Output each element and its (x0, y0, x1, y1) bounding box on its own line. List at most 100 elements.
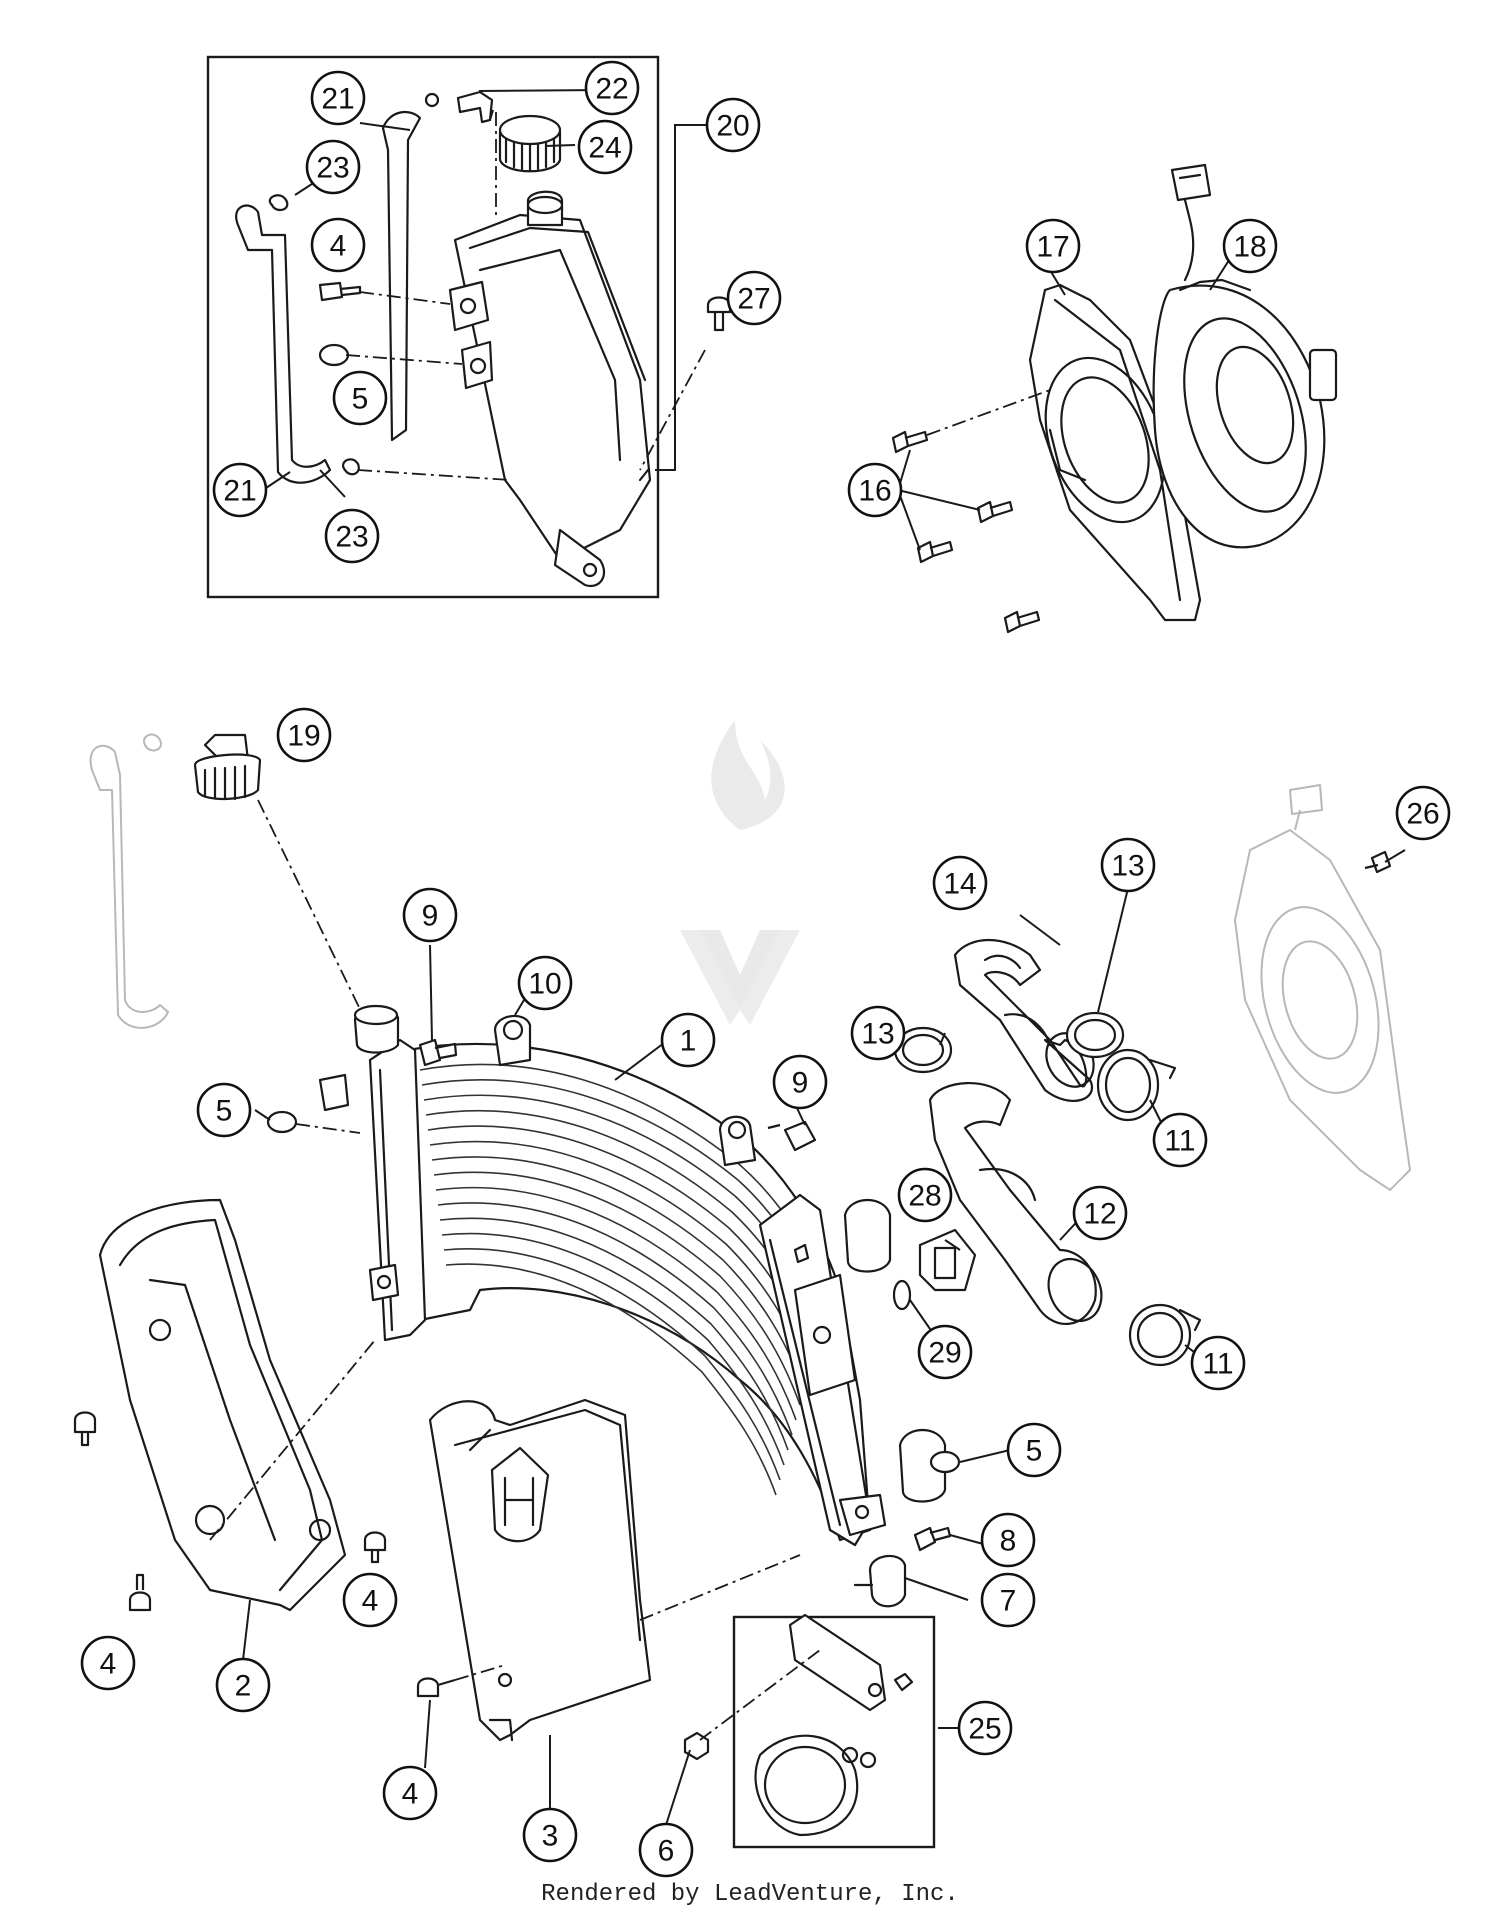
callout-circle (660, 1012, 716, 1068)
callout-28: 28 (897, 1167, 953, 1223)
callout-number: 18 (1233, 231, 1266, 264)
callout-14: 14 (932, 855, 988, 911)
horn (754, 1734, 859, 1837)
callout-number: 5 (1026, 1435, 1043, 1468)
callout-number: 28 (908, 1180, 941, 1213)
callout-number: 24 (588, 132, 621, 165)
callout-circle (332, 370, 388, 426)
callout-4b: 4 (342, 1572, 398, 1628)
callout-10: 10 (517, 955, 573, 1011)
callout-number: 26 (1406, 798, 1439, 831)
callout-21a: 21 (310, 70, 366, 126)
small-hardware (73, 850, 1392, 1761)
callout-circle (772, 1054, 828, 1110)
filler-neck (193, 733, 376, 1041)
callout-circle (402, 887, 458, 943)
callout-2: 2 (215, 1657, 271, 1713)
radiator-cover (428, 1398, 801, 1742)
callout-29: 29 (917, 1324, 973, 1380)
radiator (318, 1004, 947, 1547)
callout-25: 25 (957, 1700, 1013, 1756)
callout-circle (1222, 218, 1278, 274)
expansion-tank-assembly-group (206, 55, 706, 599)
screws-16 (891, 389, 1051, 634)
callout-13a: 13 (1100, 837, 1156, 893)
callout-number: 2 (235, 1670, 252, 1703)
radiator-hose-upper (953, 938, 1095, 1102)
callout-6: 6 (638, 1822, 694, 1878)
callout-number: 17 (1036, 231, 1069, 264)
rivet-27 (706, 296, 732, 332)
callout-circle (577, 119, 633, 175)
callout-26: 26 (1395, 785, 1451, 841)
callout-9a: 9 (402, 887, 458, 943)
ghost-hose (89, 733, 169, 1029)
callout-number: 29 (928, 1337, 961, 1370)
callout-5b: 5 (196, 1082, 252, 1138)
callout-circle (310, 70, 366, 126)
callout-11a: 11 (1152, 1112, 1208, 1168)
callout-circle (1025, 218, 1081, 274)
radiator-left-tank (368, 1038, 427, 1342)
callout-11b: 11 (1190, 1335, 1246, 1391)
callout-number: 12 (1083, 1198, 1116, 1231)
callout-5a: 5 (332, 370, 388, 426)
callout-5c: 5 (1006, 1422, 1062, 1478)
callout-number: 11 (1202, 1348, 1233, 1381)
callout-circle (342, 1572, 398, 1628)
callout-circle (522, 1807, 578, 1863)
temperature-sensor (892, 1228, 977, 1311)
callout-4a: 4 (310, 217, 366, 273)
callout-circle (517, 955, 573, 1011)
callout-number: 27 (737, 283, 770, 316)
callout-circle (196, 1082, 252, 1138)
callout-circle (382, 1765, 438, 1821)
callout-number: 1 (680, 1025, 697, 1058)
callout-number: 10 (528, 968, 561, 1001)
callout-circle (276, 707, 332, 763)
hose-21-lower (235, 204, 332, 484)
callout-circle (215, 1657, 271, 1713)
grommet-5-top (318, 343, 350, 367)
callout-circle (847, 462, 903, 518)
callout-1: 1 (660, 1012, 716, 1068)
callout-circle (850, 1005, 906, 1061)
callout-27: 27 (726, 270, 782, 326)
callout-number: 20 (716, 110, 749, 143)
expansion-tank (453, 213, 652, 562)
callout-circle (584, 60, 640, 116)
callout-number: 9 (792, 1067, 809, 1100)
callout-21b: 21 (212, 462, 268, 518)
callout-circle (980, 1512, 1036, 1568)
callout-16: 16 (847, 462, 903, 518)
ghost-fan (1233, 784, 1412, 1192)
callout-number: 23 (335, 521, 368, 554)
callout-number: 5 (216, 1095, 233, 1128)
assembly-box-20 (206, 55, 660, 599)
leader-lines (242, 89, 1406, 1826)
callout-circle (980, 1572, 1036, 1628)
callout-circle (932, 855, 988, 911)
callout-number: 4 (330, 230, 347, 263)
bolt-4-top (318, 281, 362, 302)
callout-number: 13 (861, 1018, 894, 1051)
callout-circle (726, 270, 782, 326)
callout-number: 13 (1111, 850, 1144, 883)
callout-circle (324, 508, 380, 564)
callout-circle (638, 1822, 694, 1878)
callout-24: 24 (577, 119, 633, 175)
callout-7: 7 (980, 1572, 1036, 1628)
callout-13b: 13 (850, 1005, 906, 1061)
callout-number: 4 (402, 1778, 419, 1811)
cooling-fan (1152, 284, 1326, 549)
callout-number: 21 (223, 475, 256, 508)
callout-number: 3 (542, 1820, 559, 1853)
callout-23a: 23 (305, 139, 361, 195)
callout-circle (1152, 1112, 1208, 1168)
callout-circle (1072, 1185, 1128, 1241)
callout-circle (80, 1635, 136, 1691)
callout-number: 11 (1164, 1125, 1195, 1158)
callout-20: 20 (705, 97, 761, 153)
